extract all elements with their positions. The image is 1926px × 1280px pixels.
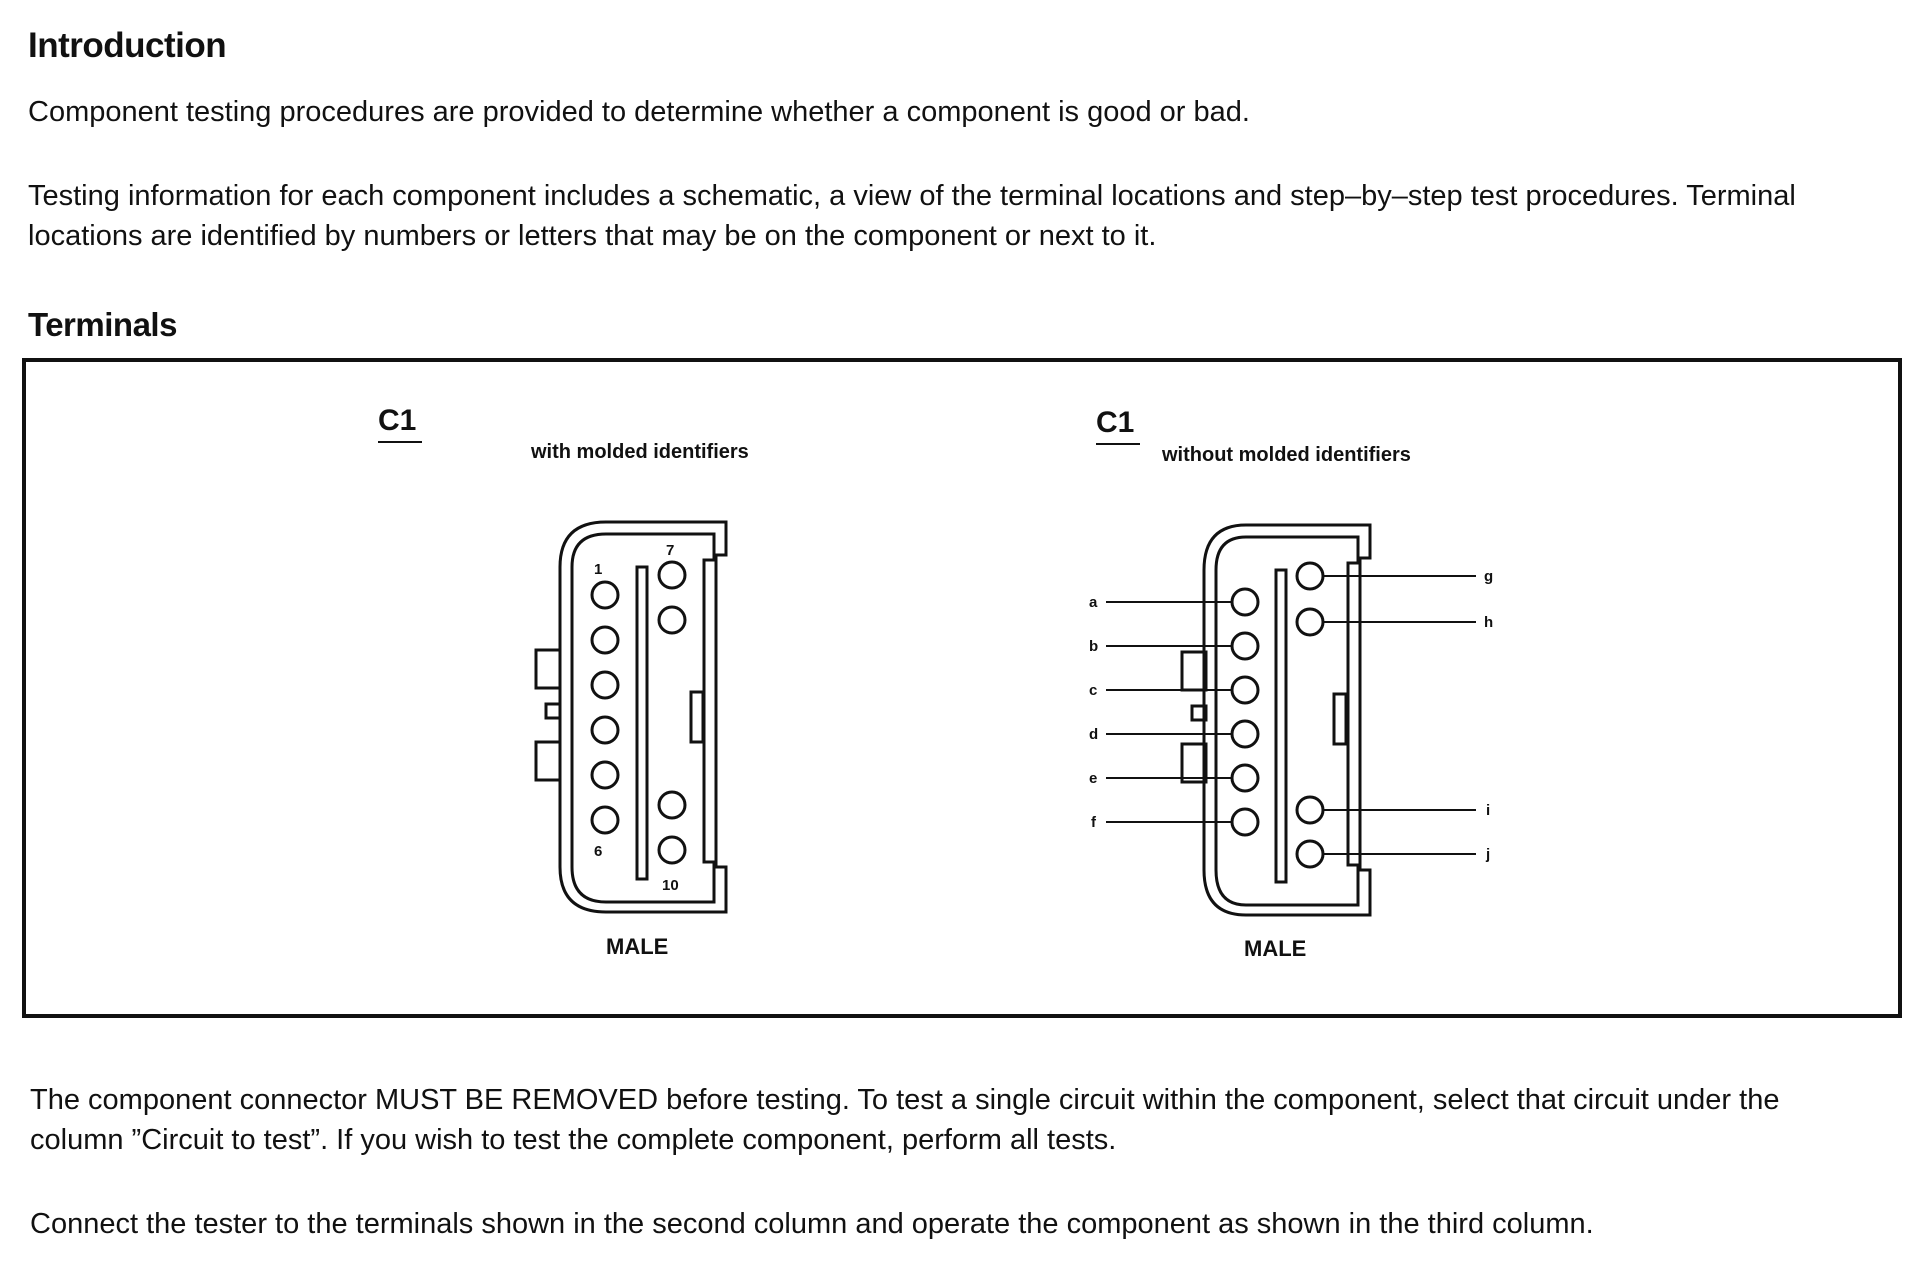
right-pin-f [1230,807,1260,837]
left-pin-4 [590,715,620,745]
notes-line-1: The component connector MUST BE REMOVED … [30,1084,1780,1116]
right-pin-c [1230,675,1260,705]
left-pin-2 [590,625,620,655]
pin-label-e: e [1089,770,1097,787]
connector-diagram: C1 with molded identifiers [378,404,1493,961]
left-connector-subtitle: with molded identifiers [530,441,749,463]
left-connector-title: C1 [378,404,416,437]
left-pin-6 [590,805,620,835]
left-pin-7 [657,560,687,590]
left-pin-9 [657,790,687,820]
connector-with-identifiers: C1 with molded identifiers [378,404,749,959]
left-right-key [689,690,705,744]
pin-label-b: b [1089,638,1098,655]
left-pin-label-10: 10 [662,877,679,894]
pin-label-i: i [1486,802,1490,819]
right-connector-outline [1202,523,1372,917]
left-connector-outline [558,520,728,914]
left-pin-10 [657,835,687,865]
left-pin-1 [590,580,620,610]
right-pin-j [1295,839,1325,869]
right-right-key [1332,692,1348,746]
left-pin-8 [657,605,687,635]
intro-paragraph-1: Component testing procedures are provide… [28,96,1250,128]
left-side-notch [544,702,562,720]
pin-label-g: g [1484,568,1493,585]
connector-without-identifiers: C1 without molded identifiers [1089,406,1493,961]
pin-label-f: f [1091,814,1097,831]
left-side-tab-lower [534,740,562,782]
terminals-diagram: C1 with molded identifiers [22,358,1902,1018]
right-pin-e [1230,763,1260,793]
notes-line-2: column ”Circuit to test”. If you wish to… [30,1124,1117,1156]
pin-label-j: j [1485,846,1490,863]
left-pin-label-7: 7 [666,542,674,559]
right-connector-title: C1 [1096,406,1134,439]
right-pin-g [1295,561,1325,591]
left-male-label: MALE [606,934,668,959]
left-pin-3 [590,670,620,700]
right-side-tab-lower [1180,742,1208,784]
pin-label-d: d [1089,726,1098,743]
left-pin-label-6: 6 [594,843,602,860]
pin-label-a: a [1089,594,1098,611]
right-center-divider [1274,568,1288,884]
intro-paragraph-2-line-2: locations are identified by numbers or l… [28,220,1157,252]
right-pin-i [1295,795,1325,825]
right-male-label: MALE [1244,936,1306,961]
right-pin-d [1230,719,1260,749]
right-side-notch [1190,704,1208,722]
left-pin-label-1: 1 [594,561,602,578]
terminals-heading: Terminals [28,306,177,343]
intro-paragraph-2-line-1: Testing information for each component i… [28,180,1796,212]
right-pin-b [1230,631,1260,661]
right-pin-a [1230,587,1260,617]
right-connector-inner-outline [1214,535,1360,907]
right-connector-subtitle: without molded identifiers [1161,444,1411,466]
left-center-divider [635,565,649,881]
notes-line-3: Connect the tester to the terminals show… [30,1208,1594,1240]
right-pin-h [1295,607,1325,637]
intro-heading: Introduction [28,26,227,65]
left-pin-5 [590,760,620,790]
pin-label-h: h [1484,614,1493,631]
left-connector-inner-outline [570,532,716,904]
pin-label-c: c [1089,682,1097,699]
right-side-tab-upper [1180,650,1208,692]
left-side-tab-upper [534,648,562,690]
